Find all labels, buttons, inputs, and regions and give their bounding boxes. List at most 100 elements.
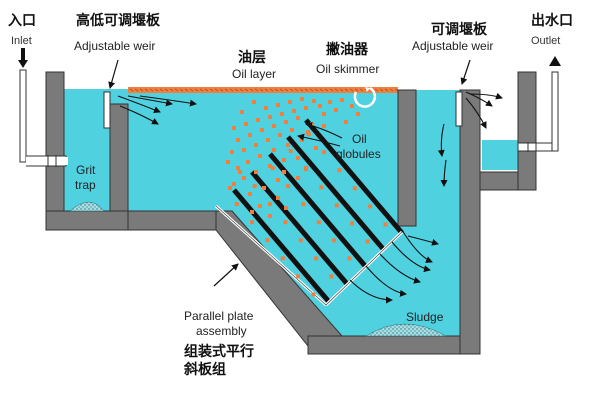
oil-globule	[276, 178, 280, 182]
flow-arrow	[379, 253, 421, 284]
oil-globule	[232, 182, 236, 186]
oil-globule-plate	[234, 202, 239, 207]
oil-layer-dash	[204, 88, 209, 92]
oil-globule	[236, 166, 240, 170]
globules-pointer-2	[297, 133, 341, 147]
oil-globule	[268, 214, 272, 218]
oil-globule-plate	[319, 185, 324, 190]
globules-pointer-1	[305, 122, 343, 139]
flow-arrow	[139, 95, 197, 107]
oil-layer-dash	[189, 88, 194, 92]
oil-layer-dash	[254, 88, 259, 92]
oil-globule	[276, 196, 280, 200]
oil-globule	[278, 133, 282, 137]
oil-globule	[228, 186, 232, 190]
oil-layer-dash	[129, 88, 134, 92]
oil-globule-plate	[301, 202, 306, 207]
oil-layer-dash	[374, 88, 379, 92]
oil-layer-dash	[229, 88, 234, 92]
plate-assembly-pointer	[213, 263, 239, 287]
oil-globules-label-line1: Oil	[352, 132, 367, 146]
oil-globule	[262, 186, 266, 190]
oil-globules-label-line2: globules	[336, 147, 381, 161]
oil-globule	[226, 160, 230, 164]
oil-layer-dash	[194, 88, 199, 92]
plate-label-cn-line2: 斜板组	[183, 361, 226, 378]
oil-globule	[328, 100, 332, 104]
skimmer-label-cn: 撇油器	[326, 41, 369, 58]
grit-trap-sludge	[69, 201, 105, 212]
oil-globule	[312, 99, 316, 103]
parallel-plate	[304, 118, 404, 235]
oil-globule-plate	[352, 186, 357, 191]
oil-globule	[280, 112, 284, 116]
main-sludge	[365, 323, 447, 337]
oil-globule-plate	[296, 274, 301, 279]
frame-rail-bottom-edge	[325, 231, 403, 306]
oil-layer	[128, 87, 398, 93]
oil-layer-dash	[284, 88, 289, 92]
oil-globule-plate	[322, 150, 327, 155]
oil-globule-plate	[298, 238, 303, 243]
sludge-label: Sludge	[406, 310, 444, 324]
oil-globule-plate	[347, 256, 352, 261]
oil-layer-dash	[209, 88, 214, 92]
flow-arrows	[117, 91, 503, 304]
oil-globule-plate	[306, 132, 311, 137]
oil-globule	[250, 210, 254, 214]
oil-globule-plate	[329, 274, 334, 279]
oil-globule	[264, 106, 268, 110]
oil-globule-plate	[316, 220, 321, 225]
oil-globule	[254, 143, 258, 147]
flow-arrow	[117, 95, 161, 114]
plate-label-cn-line1: 组装式平行	[184, 343, 254, 360]
inlet-label-cn: 入口	[8, 13, 36, 29]
oil-layer-dash	[379, 88, 384, 92]
oil-layer-dash	[269, 88, 274, 92]
outlet-pipe	[517, 71, 559, 152]
oil-layer-dash	[264, 88, 269, 92]
oil-layer-dash	[184, 88, 189, 92]
oil-globule-plate	[250, 220, 255, 225]
oil-globule	[288, 100, 292, 104]
oil-globule	[240, 110, 244, 114]
oil-globule	[300, 97, 304, 101]
right-weir-label-en: Adjustable weir	[412, 39, 493, 53]
tank-walls	[45, 71, 537, 355]
oil-globule	[252, 100, 256, 104]
oil-globule	[254, 170, 258, 174]
oil-globule	[266, 138, 270, 142]
oil-layer-dash	[339, 88, 344, 92]
oil-layer-dash	[174, 88, 179, 92]
flow-arrow	[407, 235, 439, 246]
oil-globule	[306, 130, 310, 134]
oil-globule	[258, 154, 262, 158]
oil-globule	[284, 206, 288, 210]
frame-rail-left-edge	[215, 205, 327, 306]
oil-globule-plate	[270, 166, 275, 171]
oil-globule	[244, 122, 248, 126]
oil-layer-dash	[134, 88, 139, 92]
flow-arrow	[365, 265, 407, 297]
oil-layer-label-cn: 油层	[238, 49, 266, 66]
oil-globule-plate	[311, 292, 316, 297]
oil-globule	[282, 158, 286, 162]
parallel-plate	[232, 188, 332, 305]
inlet-arrow-stem	[21, 48, 25, 62]
flow-arrow	[119, 105, 159, 125]
oil-globule	[292, 109, 296, 113]
plate-label-en-line2: assembly	[196, 324, 247, 338]
parallel-plate	[286, 135, 386, 252]
outlet-arrow-icon	[549, 56, 561, 66]
flow-arrow	[465, 91, 493, 107]
oil-layer-dash	[199, 88, 204, 92]
oil-layer-dash	[239, 88, 244, 92]
left-weir-label-en: Adjustable weir	[74, 39, 155, 53]
oil-layer-dash	[179, 88, 184, 92]
oil-globule-plate	[365, 239, 370, 244]
left-weir-pointer	[108, 59, 119, 89]
oil-globule-plate	[337, 168, 342, 173]
oil-globule	[248, 192, 252, 196]
oil-globule-plate	[368, 204, 373, 209]
